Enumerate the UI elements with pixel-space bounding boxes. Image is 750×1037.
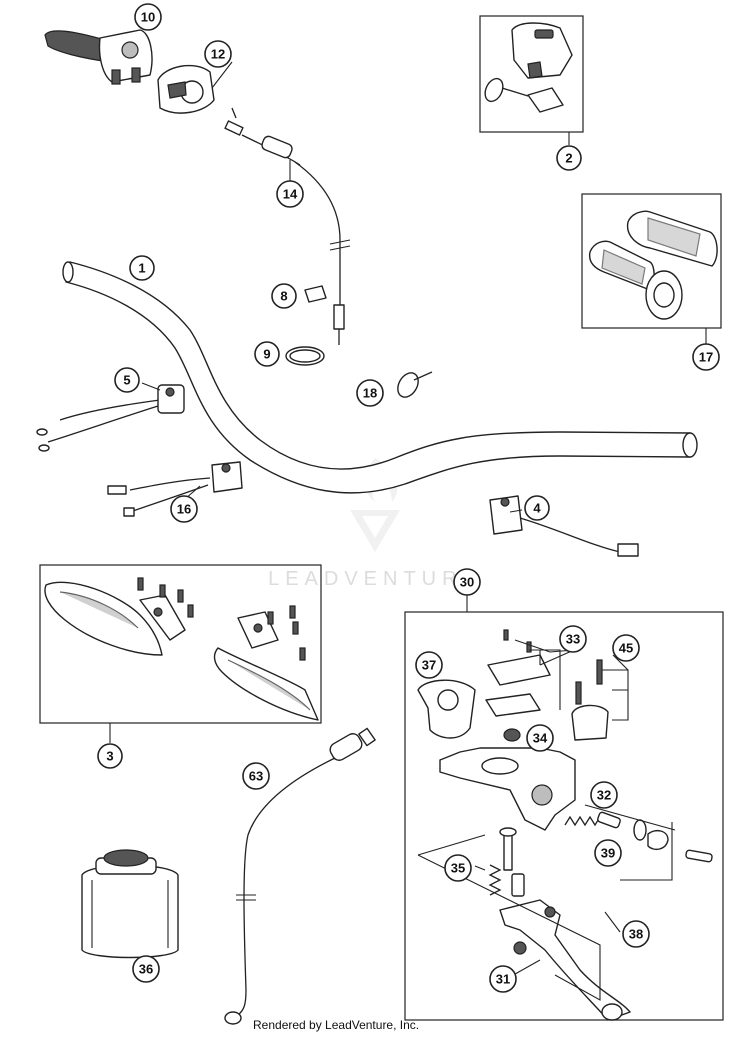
throttle-cable <box>224 107 351 345</box>
callout-37: 37 <box>415 651 443 679</box>
callout-36: 36 <box>132 955 160 983</box>
callout-9: 9 <box>254 341 280 367</box>
callout-16: 16 <box>170 495 198 523</box>
callout-18: 18 <box>356 379 384 407</box>
o-ring-inner <box>289 349 321 363</box>
callout-14: 14 <box>276 180 304 208</box>
svg-text:33: 33 <box>566 632 580 647</box>
start-switch <box>107 461 243 517</box>
callout-3: 3 <box>97 743 123 769</box>
svg-text:5: 5 <box>123 373 130 388</box>
cable-tie <box>397 371 433 398</box>
svg-text:18: 18 <box>363 386 377 401</box>
callout-39: 39 <box>594 839 622 867</box>
grips-box-frame <box>581 193 722 329</box>
callout-35: 35 <box>444 854 472 882</box>
handguards <box>44 577 319 721</box>
svg-text:32: 32 <box>597 788 611 803</box>
svg-text:17: 17 <box>699 350 713 365</box>
svg-text:35: 35 <box>451 861 465 876</box>
throttle-housing <box>157 64 215 114</box>
callout-12: 12 <box>204 40 232 68</box>
svg-text:2: 2 <box>565 151 572 166</box>
svg-text:14: 14 <box>283 187 298 202</box>
callout-38: 38 <box>622 920 650 948</box>
callout-45: 45 <box>612 634 640 662</box>
callout-8: 8 <box>271 283 297 309</box>
mode-switch <box>489 495 639 557</box>
cable-clip <box>304 285 327 303</box>
svg-text:39: 39 <box>601 846 615 861</box>
svg-text:1: 1 <box>138 261 145 276</box>
svg-text:45: 45 <box>619 641 633 656</box>
clutch-master-cylinder <box>417 629 713 1021</box>
clutch-cable <box>224 727 376 1025</box>
clutch-master-box-frame <box>404 611 724 1021</box>
callout-33: 33 <box>559 625 587 653</box>
svg-text:38: 38 <box>629 927 643 942</box>
handguard-box-frame <box>39 564 322 724</box>
svg-text:12: 12 <box>211 47 225 62</box>
callout-2: 2 <box>556 145 582 171</box>
svg-text:37: 37 <box>422 658 436 673</box>
callout-5: 5 <box>114 367 140 393</box>
leader-lines <box>109 61 707 1001</box>
callout-31: 31 <box>489 965 517 993</box>
svg-text:63: 63 <box>249 769 263 784</box>
svg-text:4: 4 <box>533 501 541 516</box>
fluid-bottle <box>81 849 179 959</box>
kill-switch <box>36 384 185 452</box>
svg-text:36: 36 <box>139 962 153 977</box>
svg-text:8: 8 <box>280 289 287 304</box>
svg-text:10: 10 <box>141 10 155 25</box>
handlebar-grips <box>588 210 718 320</box>
watermark-text: LEADVENTURE <box>268 568 482 590</box>
throttle-grip-assembly <box>44 29 153 85</box>
svg-text:30: 30 <box>460 575 474 590</box>
callout-30: 30 <box>453 568 481 596</box>
svg-text:31: 31 <box>496 972 510 987</box>
svg-text:16: 16 <box>177 502 191 517</box>
handlebar <box>62 261 698 494</box>
callout-1: 1 <box>129 255 155 281</box>
callout-4: 4 <box>524 495 550 521</box>
switch-housing <box>484 22 573 113</box>
callout-10: 10 <box>134 3 162 31</box>
switch-box-frame <box>479 15 584 133</box>
credit-text: Rendered by LeadVenture, Inc. <box>253 1018 419 1032</box>
callout-17: 17 <box>692 343 720 371</box>
callout-34: 34 <box>526 724 554 752</box>
callout-32: 32 <box>590 781 618 809</box>
callout-63: 63 <box>242 762 270 790</box>
svg-text:9: 9 <box>263 347 270 362</box>
svg-text:3: 3 <box>106 749 113 764</box>
svg-text:34: 34 <box>533 731 548 746</box>
